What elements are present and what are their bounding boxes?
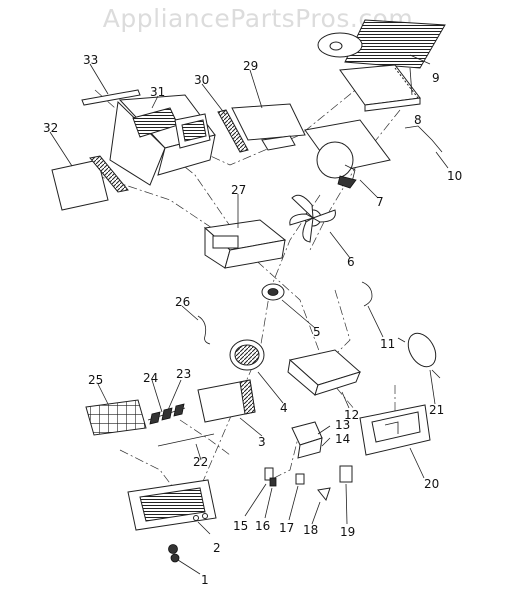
callout-21: 21 — [429, 403, 444, 417]
callout-31: 31 — [150, 85, 165, 99]
callout-33: 33 — [83, 53, 98, 67]
part-27-blower-housing — [203, 219, 287, 269]
part-25-air-filter — [85, 399, 147, 436]
callout-29: 29 — [243, 59, 258, 73]
callout-20: 20 — [424, 477, 439, 491]
callout-5: 5 — [313, 325, 321, 339]
callout-27: 27 — [231, 183, 246, 197]
callout-26: 26 — [175, 295, 190, 309]
callout-8: 8 — [414, 113, 422, 127]
callout-6: 6 — [347, 255, 355, 269]
part-20-control-panel — [359, 404, 431, 456]
part-22-rod — [157, 433, 215, 447]
part-12-drain-pan — [287, 349, 361, 396]
part-30-grille-strip — [217, 109, 249, 153]
callout-25: 25 — [88, 373, 103, 387]
callout-18: 18 — [303, 523, 318, 537]
callout-numbers: 1 2 3 4 5 6 7 8 9 10 11 12 13 14 15 16 1… — [43, 53, 462, 587]
part-11-tube — [361, 281, 373, 307]
callout-2: 2 — [213, 541, 221, 555]
part-5-fan-motor — [261, 283, 285, 301]
callout-16: 16 — [255, 519, 270, 533]
callout-leader-lines — [49, 54, 449, 575]
part-9-condenser-coil — [317, 19, 446, 69]
part-33-top-rail — [81, 89, 141, 106]
part-21-compressor — [397, 332, 441, 379]
callout-19: 19 — [340, 525, 355, 539]
part-3-evaporator-coil — [197, 379, 256, 423]
callout-17: 17 — [279, 521, 294, 535]
callout-22: 22 — [193, 455, 208, 469]
callout-9: 9 — [432, 71, 440, 85]
part-26-wire — [197, 315, 211, 345]
callout-12: 12 — [344, 408, 359, 422]
callout-15: 15 — [233, 519, 248, 533]
callout-11: 11 — [380, 337, 395, 351]
parts-15-19-small-components — [264, 465, 353, 502]
part-8-base-pan — [339, 64, 421, 112]
callout-23: 23 — [176, 367, 191, 381]
callout-3: 3 — [258, 435, 266, 449]
callout-32: 32 — [43, 121, 58, 135]
callout-4: 4 — [280, 401, 288, 415]
part-31-cabinet — [109, 94, 216, 186]
part-7-fan-shroud — [304, 119, 391, 189]
part-10-bracket — [404, 125, 443, 153]
part-32-side-panel — [51, 155, 129, 211]
part-2-front-grille — [127, 479, 217, 531]
callout-1: 1 — [201, 573, 209, 587]
part-23-24-heater-element — [147, 403, 186, 425]
callout-13: 13 — [335, 418, 350, 432]
callout-30: 30 — [194, 73, 209, 87]
callout-14: 14 — [335, 432, 350, 446]
part-29-panel — [231, 103, 306, 151]
part-4-blower-wheel — [229, 339, 265, 371]
part-1-knobs — [168, 544, 180, 563]
callout-10: 10 — [447, 169, 462, 183]
part-6-fan-blade — [289, 194, 336, 243]
callout-24: 24 — [143, 371, 158, 385]
callout-7: 7 — [376, 195, 384, 209]
part-13-14-control-box — [291, 421, 323, 459]
